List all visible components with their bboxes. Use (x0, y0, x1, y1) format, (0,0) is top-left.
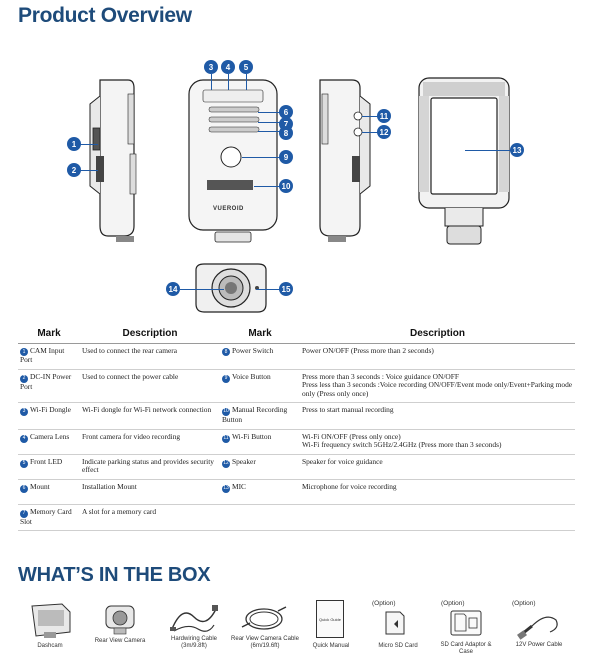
description-cell: Front camera for video recording (80, 429, 220, 455)
mark-badge: 6 (20, 484, 28, 493)
description-cell: Press to start manual recording (300, 402, 575, 430)
dashcam-icon (31, 603, 71, 638)
description-cell: Speaker for voice guidance (300, 454, 575, 480)
mark-badge: 11 (222, 434, 230, 443)
mark-badge: 7 (20, 509, 28, 518)
mark-badge: 2 (20, 374, 28, 383)
sd-adaptor-icon (450, 610, 482, 636)
mark-label: Wi-Fi Button (232, 431, 272, 441)
callout-15: 15 (279, 282, 293, 296)
mark-label: Camera Lens (30, 431, 70, 441)
table-header-row: Mark Description Mark Description (18, 327, 575, 344)
description-cell: Used to connect the rear camera (80, 343, 220, 370)
callout-11: 11 (377, 109, 391, 123)
mark-label: Memory Card Slot (20, 506, 72, 526)
dashcam-side-right (319, 79, 371, 242)
mark-label: DC-IN Power Port (20, 371, 72, 391)
description-cell: Press more than 3 seconds : Voice guidan… (300, 369, 575, 404)
description-cell: Used to connect the power cable (80, 369, 220, 404)
description-cell: Indicate parking status and provides sec… (80, 454, 220, 480)
mark-label: MIC (232, 481, 246, 491)
mark-label: Manual Recording Button (222, 405, 288, 425)
box-item-dashcam: Dashcam (37, 643, 63, 649)
rear-camera-icon (105, 605, 135, 635)
box-item-rear-camera: Rear View Camera (94, 638, 146, 644)
box-item-power-cable: 12V Power Cable (515, 642, 563, 648)
mark-badge: 10 (222, 408, 230, 417)
manual-cover-text: Quick Guide (318, 616, 341, 622)
mark-badge: 12 (222, 459, 230, 468)
description-cell: Wi-Fi dongle for Wi-Fi network connectio… (80, 402, 220, 430)
box-item-hardwiring-cable: Hardwiring Cable (3m/9.8ft) (170, 636, 218, 649)
option-label: (Option) (372, 600, 396, 607)
description-cell: Wi-Fi ON/OFF (Press only once) Wi-Fi fre… (300, 429, 575, 455)
callout-6: 6 (279, 105, 293, 119)
description-cell: Installation Mount (80, 479, 220, 505)
callout-12: 12 (377, 125, 391, 139)
mark-badge: 1 (20, 348, 28, 357)
mark-badge: 5 (20, 459, 28, 468)
hardwiring-cable-icon (170, 605, 218, 632)
product-overview-title: Product Overview (18, 4, 192, 27)
power-cable-icon (517, 616, 558, 640)
callout-3: 3 (204, 60, 218, 74)
header-description-2: Description (300, 327, 575, 344)
option-label: (Option) (512, 600, 536, 607)
header-mark-1: Mark (18, 327, 80, 344)
mark-badge: 13 (222, 484, 230, 493)
description-cell: Microphone for voice recording (300, 479, 575, 505)
dashcam-front (188, 79, 278, 243)
dashcam-back (418, 77, 510, 245)
box-item-micro-sd: Micro SD Card (378, 643, 418, 649)
callout-1: 1 (67, 137, 81, 151)
mark-label: Speaker (232, 456, 256, 466)
callout-8: 8 (279, 126, 293, 140)
mark-badge: 4 (20, 434, 28, 443)
dashcam-side-left (89, 79, 137, 242)
dashcam-bottom (195, 263, 267, 313)
brand-label: VUEROID (213, 206, 244, 212)
callout-13: 13 (510, 143, 524, 157)
mark-badge: 9 (222, 374, 230, 383)
mark-label: CAM Input Port (20, 345, 65, 365)
callout-5: 5 (239, 60, 253, 74)
mark-label: Voice Button (232, 371, 271, 381)
mark-badge: 8 (222, 348, 230, 357)
mark-label: Wi-Fi Dongle (30, 405, 71, 415)
callout-10: 10 (279, 179, 293, 193)
whats-in-the-box-title: WHAT’S IN THE BOX (18, 564, 211, 586)
header-description-1: Description (80, 327, 220, 344)
callout-2: 2 (67, 163, 81, 177)
callout-14: 14 (166, 282, 180, 296)
mark-label: Front LED (30, 456, 63, 466)
mark-badge: 3 (20, 408, 28, 417)
option-label: (Option) (441, 600, 465, 607)
description-cell: A slot for a memory card (80, 504, 220, 532)
micro-sd-icon (385, 611, 405, 635)
callout-4: 4 (221, 60, 235, 74)
mark-label: Power Switch (232, 345, 274, 355)
quick-manual-icon: Quick Guide (316, 600, 344, 638)
header-mark-2: Mark (220, 327, 300, 344)
box-item-quick-manual: Quick Manual (312, 643, 350, 649)
description-cell: Power ON/OFF (Press more than 2 seconds) (300, 343, 575, 370)
callout-9: 9 (279, 150, 293, 164)
mark-label: Mount (30, 481, 50, 491)
rear-camera-cable-icon (241, 606, 287, 630)
box-item-rear-camera-cable: Rear View Camera Cable (6m/19.6ft) (231, 636, 299, 649)
box-item-sd-adaptor: SD Card Adaptor & Case (440, 642, 492, 655)
